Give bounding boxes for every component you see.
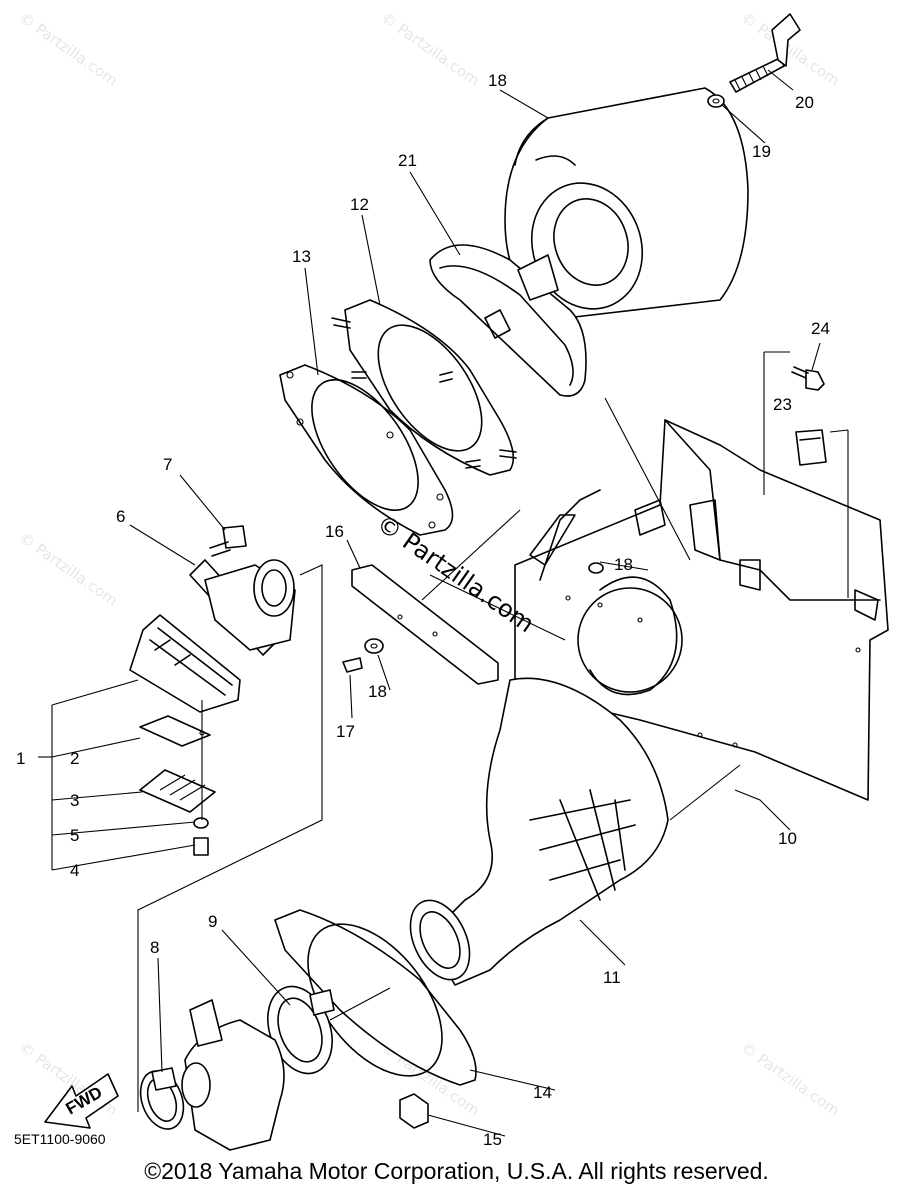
callout-1: 1 — [16, 749, 25, 768]
watermark: © Partzilla.com — [16, 9, 121, 90]
small-clamp — [139, 1067, 185, 1130]
callout-18: 18 — [614, 555, 633, 574]
callout-6: 6 — [116, 507, 125, 526]
callout-7: 7 — [163, 455, 172, 474]
watermark: © Partzilla.com — [738, 1039, 843, 1120]
callout-23: 23 — [773, 395, 792, 414]
callout-18: 18 — [368, 682, 387, 701]
reed-valve — [129, 614, 241, 713]
intake-manifold — [189, 559, 296, 656]
filter-case-cover — [429, 244, 587, 397]
forward-arrow: FWD — [44, 1073, 119, 1129]
callout-4: 4 — [70, 861, 79, 880]
callout-24: 24 — [811, 319, 830, 338]
watermark: © Partzilla.com — [378, 9, 483, 90]
carburetor — [181, 999, 285, 1151]
callout-3: 3 — [70, 791, 79, 810]
grommet — [364, 638, 384, 654]
callout-14: 14 — [533, 1083, 552, 1102]
callout-11: 11 — [603, 968, 621, 987]
leader-lines — [38, 69, 849, 1137]
callout-2: 2 — [70, 749, 79, 768]
callout-9: 9 — [208, 912, 217, 931]
callout-17: 17 — [336, 722, 355, 741]
washer — [707, 94, 725, 108]
reed-washer — [193, 817, 209, 829]
callout-numbers: 18 19 20 21 12 13 24 23 7 6 16 18 18 17 … — [16, 71, 830, 1149]
callout-12: 12 — [350, 195, 369, 214]
intake-duct — [409, 677, 669, 986]
callout-13: 13 — [292, 247, 311, 266]
filter-bolt — [729, 13, 801, 93]
callout-20: 19 — [752, 142, 771, 161]
clip — [795, 429, 827, 466]
grommet-housing — [588, 562, 604, 574]
callout-22: 21 — [398, 151, 417, 170]
air-filter-element — [504, 87, 749, 319]
hose-clamp — [267, 985, 335, 1075]
callout-15: 15 — [483, 1130, 502, 1149]
watermark: © Partzilla.com — [16, 529, 121, 610]
copyright-notice: ©2018 Yamaha Motor Corporation, U.S.A. A… — [144, 1158, 769, 1184]
callout-19: 18 — [488, 71, 507, 90]
reed-screw — [193, 837, 209, 856]
gasket — [279, 364, 454, 536]
diagram-code: 5ET1100-9060 — [14, 1131, 106, 1147]
callout-16: 16 — [325, 522, 344, 541]
intake-gasket — [274, 909, 477, 1086]
callout-10: 10 — [778, 829, 797, 848]
callout-8: 8 — [150, 938, 159, 957]
manifold-bolt — [209, 525, 247, 557]
nut — [399, 1093, 429, 1129]
bolt-small — [791, 366, 825, 391]
callout-5: 5 — [70, 826, 79, 845]
reed-petals — [139, 769, 216, 813]
callout-21: 20 — [795, 93, 814, 112]
plate — [351, 564, 499, 685]
air-box-housing — [514, 419, 889, 801]
stopper-plate — [139, 715, 211, 747]
pin — [342, 657, 363, 673]
mounting-plate — [331, 299, 517, 476]
